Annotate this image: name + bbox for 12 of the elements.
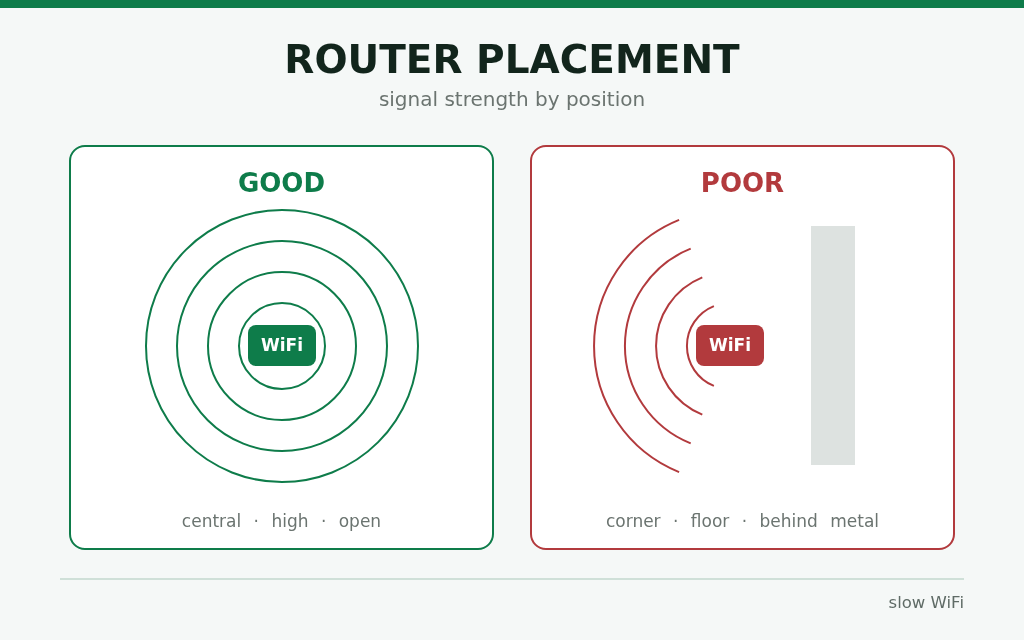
wall-block: [811, 226, 855, 465]
wifi-badge: WiFi: [248, 325, 316, 366]
panel-caption: corner · floor · behind metal: [604, 510, 881, 533]
panel-caption: central · high · open: [180, 510, 383, 533]
panel-card: [530, 145, 955, 550]
subtitle: signal strength by position: [377, 87, 647, 111]
wifi-badge: WiFi: [696, 325, 764, 366]
panel-heading: GOOD: [236, 167, 327, 200]
page-title: ROUTER PLACEMENT: [283, 36, 741, 84]
footer-note: slow WiFi: [888, 592, 964, 614]
panel-heading: POOR: [699, 167, 786, 200]
panel-card: [69, 145, 494, 550]
